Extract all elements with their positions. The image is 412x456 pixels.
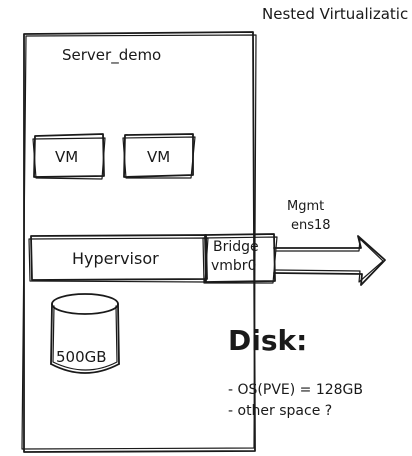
server-label: Server_demo <box>62 46 161 65</box>
hypervisor-label: Hypervisor <box>72 249 159 268</box>
bridge-label-line1: Bridge <box>213 239 259 255</box>
notes-line-2: - other space ? <box>228 403 332 419</box>
mgmt-label-line1: Mgmt <box>287 199 324 214</box>
server-box <box>21 31 257 453</box>
hypervisor-box <box>28 234 209 283</box>
diagram-title: Nested Virtualizatic <box>262 5 408 23</box>
mgmt-label-line2: ens18 <box>291 218 331 233</box>
bridge-box <box>202 233 278 284</box>
notes-line-1: - OS(PVE) = 128GB <box>228 382 363 398</box>
vm-box-1 <box>32 133 106 180</box>
vm-label-2: VM <box>147 148 170 166</box>
disk-label: 500GB <box>56 348 107 366</box>
bridge-label-line2: vmbr0 <box>211 258 256 274</box>
mgmt-arrow <box>273 235 386 286</box>
notes-heading: Disk: <box>228 324 307 357</box>
disk-cylinder <box>50 293 120 374</box>
vm-label-1: VM <box>55 148 78 166</box>
vm-box-2 <box>122 133 196 179</box>
